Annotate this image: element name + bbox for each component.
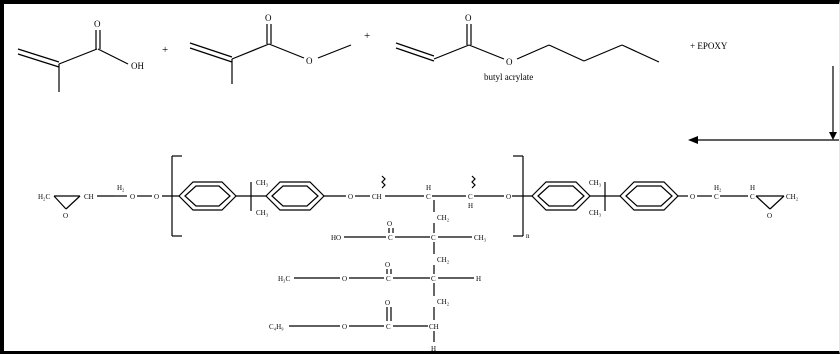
chain-h-bottom: H	[468, 202, 473, 210]
bridge1-ch3-bottom: CH₃	[256, 209, 269, 217]
bridge2-ch3-top: CH₃	[589, 179, 602, 187]
bridge1-ch3-top: CH₃	[256, 179, 269, 187]
side1-ch3: CH₃	[474, 234, 487, 242]
benzene-ring-1	[162, 181, 237, 211]
right-ring-o: O	[767, 212, 772, 220]
benzene-ring-3	[531, 181, 591, 211]
chain-c2: C	[468, 193, 473, 201]
right-c: C	[714, 193, 719, 201]
side1-c-center: C	[431, 234, 436, 242]
side2-ch2: CH₂	[437, 256, 450, 264]
side2-h: H	[476, 275, 481, 283]
plus-sign-2: +	[364, 30, 370, 42]
methacrylic-acid-carbonyl-o: O	[94, 19, 101, 29]
side1-ho: HO	[331, 234, 341, 242]
butyl-acrylate: O O butyl acrylate	[395, 13, 660, 82]
isopropylidene-bridge-2: CH₃ CH₃	[589, 179, 620, 217]
isopropylidene-bridge-1: CH₃ CH₃	[236, 179, 269, 217]
side-chain-acid: CH₂ HO C O C CH₃	[331, 200, 487, 242]
side3-o: O	[385, 299, 390, 307]
left-ch: CH	[84, 193, 94, 201]
right-epoxide-end: H₂ C H C O CH₂	[697, 184, 799, 220]
ring4-o: O	[690, 193, 695, 201]
side2-c-center: C	[431, 275, 436, 283]
plus-sign-1: +	[162, 44, 168, 56]
left-h2c: H₂C	[38, 193, 50, 201]
side2-c: C	[386, 275, 391, 283]
chain-o-right: O	[506, 193, 511, 201]
epoxy-term: + EPOXY	[690, 41, 728, 51]
repeat-n: n	[526, 232, 530, 240]
chain-c: C	[426, 193, 431, 201]
left-ch2: H₂	[117, 184, 125, 192]
butyl-acrylate-label: butyl acrylate	[484, 72, 533, 82]
reaction-scheme: O OH + O O + O O butyl acrylate + EPOXY	[17, 13, 839, 353]
side2-o-ester: O	[342, 275, 347, 283]
left-ether-o: O	[130, 193, 135, 201]
side-chain-methyl-ester: CH₂ H₃C O C O C H	[278, 242, 481, 283]
side2-o: O	[385, 261, 390, 269]
methyl-methacrylate: O O	[189, 13, 352, 84]
methacrylic-acid-hydroxyl: OH	[131, 61, 144, 71]
right-h: H	[750, 184, 755, 192]
side3-ch: CH	[429, 323, 439, 331]
left-ring-o: O	[63, 212, 68, 220]
side3-c: C	[386, 323, 391, 331]
mma-carbonyl-o: O	[265, 13, 272, 23]
right-h2: H₂	[714, 184, 722, 192]
ba-carbonyl-o: O	[465, 13, 472, 23]
ba-ester-o: O	[506, 57, 513, 67]
methacrylic-acid: O OH	[17, 19, 144, 92]
reaction-arrow	[688, 66, 839, 144]
benzene-ring-4: O	[619, 181, 695, 211]
mma-ester-o: O	[306, 56, 313, 66]
side1-ch2: CH₂	[437, 214, 450, 222]
side1-o: O	[387, 220, 392, 228]
chain-ch: CH	[372, 193, 382, 201]
side3-c4h9: C₄H₉	[269, 323, 284, 331]
right-repeat-bracket: n	[513, 155, 530, 240]
ring2-o: O	[348, 193, 353, 201]
left-epoxide-end: H₂C O CH H₂ O O	[38, 184, 159, 220]
main-chain: CH H C C H O	[372, 175, 532, 210]
side-chain-butyl-ester: CH₂ C₄H₉ O C O CH H	[269, 283, 450, 353]
side1-c: C	[388, 234, 393, 242]
right-c2: C	[750, 193, 755, 201]
benzene-ring-2: O	[265, 181, 370, 211]
side3-o-ester: O	[342, 323, 347, 331]
right-ch2: CH₂	[786, 193, 799, 201]
bridge2-ch3-bottom: CH₃	[589, 209, 602, 217]
chain-h-top: H	[426, 184, 431, 192]
side2-h3c: H₃C	[278, 275, 290, 283]
side3-ch2: CH₂	[437, 298, 450, 306]
side3-h-bottom: H	[431, 345, 436, 353]
left-ether-o2: O	[154, 193, 159, 201]
